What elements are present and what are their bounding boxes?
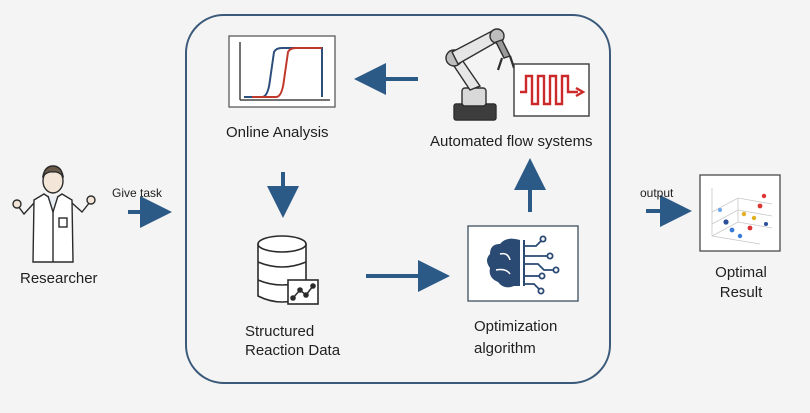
- automated-flow-label: Automated flow systems: [430, 133, 593, 150]
- online-analysis-chart-icon: [228, 35, 336, 108]
- optimal-result-label-line2: Result: [719, 284, 763, 301]
- robot-arm-icon: [445, 28, 516, 121]
- brain-circuit-icon: [467, 225, 579, 302]
- structured-data-label-line2: Reaction Data: [245, 342, 341, 359]
- structured-data-label-line1: Structured: [245, 323, 315, 340]
- optimal-result-label-line1: Optimal: [715, 264, 767, 281]
- give-task-label: Give task: [112, 186, 163, 200]
- flow-reactor-icon: [513, 63, 590, 117]
- researcher-label: Researcher: [20, 270, 98, 287]
- online-analysis-label: Online Analysis: [226, 124, 329, 141]
- result-scatter-icon: [699, 174, 781, 252]
- output-label: output: [640, 186, 674, 200]
- process-loop-frame: [185, 14, 611, 384]
- optimization-label-line1: Optimization: [474, 318, 558, 335]
- database-icon: [257, 235, 319, 305]
- optimization-label-line2: algorithm: [474, 340, 536, 357]
- researcher-icon: [12, 165, 96, 263]
